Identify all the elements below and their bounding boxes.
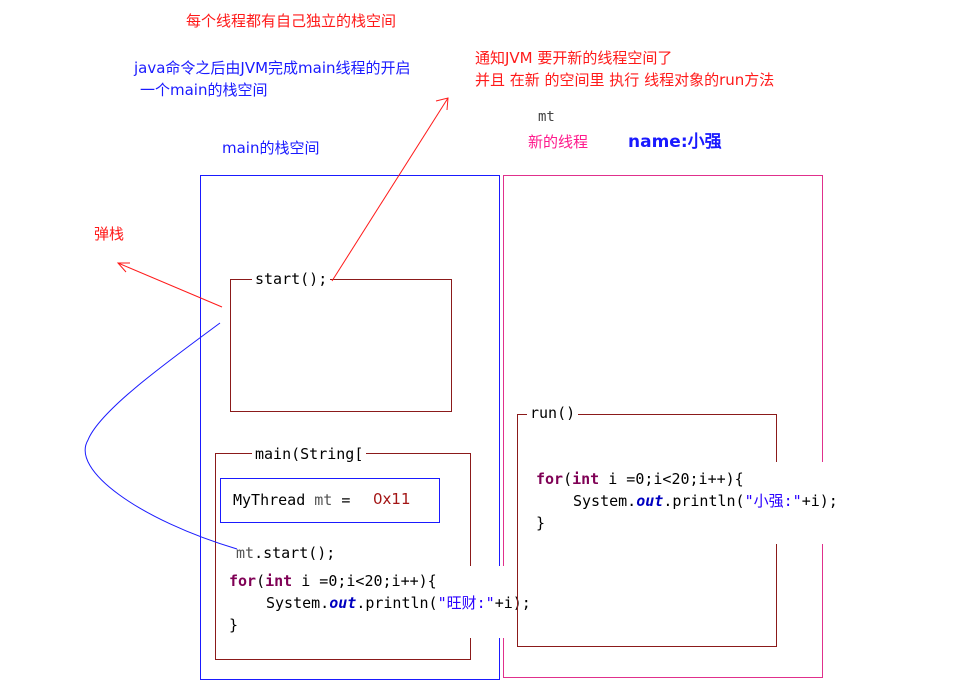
run-loop-line3: } xyxy=(536,514,546,532)
new-thread-stack-box xyxy=(503,175,823,678)
jvm-note-line1: java命令之后由JVM完成main线程的开启 xyxy=(134,59,411,77)
start-frame-box xyxy=(230,279,452,412)
var-assign: = xyxy=(341,491,351,509)
run-frame-label: run() xyxy=(527,402,579,424)
main-stack-label: main的栈空间 xyxy=(222,139,320,157)
thread-variable-declaration: MyThread mt = xyxy=(233,489,350,511)
start-frame-label: start(); xyxy=(252,268,331,290)
start-call-rest: .start(); xyxy=(254,544,336,562)
new-thread-label: 新的线程 xyxy=(528,133,589,151)
notify-jvm-arrowhead xyxy=(435,97,449,111)
pop-stack-label: 弹栈 xyxy=(94,225,125,243)
call-flow-curve xyxy=(84,322,238,550)
run-loop-line2: System.out.println("小强:"+i); xyxy=(573,492,838,510)
main-loop-line2: System.out.println("旺财:"+i); xyxy=(266,594,531,612)
notify-jvm-arrow xyxy=(331,97,449,282)
start-call-line: mt.start(); xyxy=(236,542,335,564)
main-stack-box xyxy=(200,175,500,680)
main-loop-line3: } xyxy=(229,616,239,634)
notify-jvm-line1: 通知JVM 要开新的线程空间了 xyxy=(475,49,673,67)
run-loop-code-block xyxy=(528,462,858,544)
pop-stack-arrow xyxy=(117,262,223,308)
start-call-var: mt xyxy=(236,544,255,562)
main-frame-label: main(String[ xyxy=(252,443,367,465)
diagram-title: 每个线程都有自己独立的栈空间 xyxy=(186,12,397,30)
main-loop-line1: for(int i =0;i<20;i++){ xyxy=(229,572,437,590)
var-type: MyThread xyxy=(233,491,306,509)
var-name: mt xyxy=(314,491,333,509)
run-loop-line1: for(int i =0;i<20;i++){ xyxy=(536,470,744,488)
thread-object-reference-box xyxy=(220,478,440,523)
main-loop-code-block xyxy=(222,566,552,638)
pop-stack-arrowhead xyxy=(116,262,130,273)
mt-label: mt xyxy=(538,109,555,125)
notify-jvm-line2: 并且 在新 的空间里 执行 线程对象的run方法 xyxy=(475,71,775,89)
thread-name-label: name:小强 xyxy=(628,132,722,152)
object-address-value: 0x11 xyxy=(373,490,411,508)
jvm-note-line2: 一个main的栈空间 xyxy=(140,81,268,99)
